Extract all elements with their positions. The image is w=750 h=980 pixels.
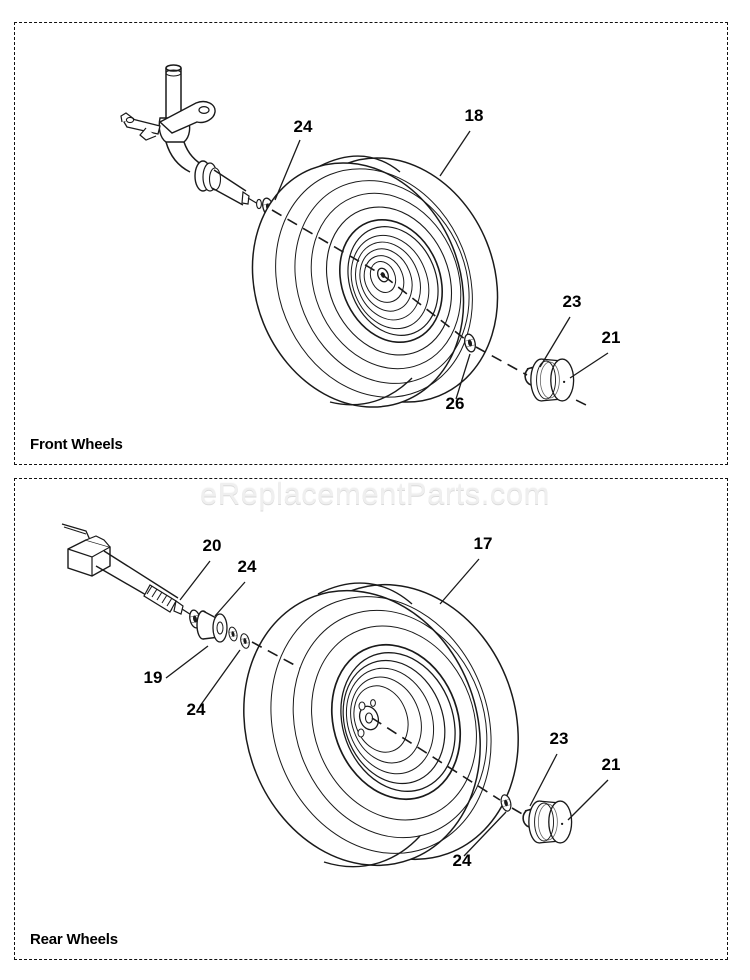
panel-rear-wheels (14, 478, 728, 960)
panel-front-wheels (14, 22, 728, 465)
panel-caption-rear: Rear Wheels (30, 931, 118, 948)
panel-caption-front: Front Wheels (30, 436, 123, 453)
watermark: eReplacementParts.com (200, 476, 550, 511)
